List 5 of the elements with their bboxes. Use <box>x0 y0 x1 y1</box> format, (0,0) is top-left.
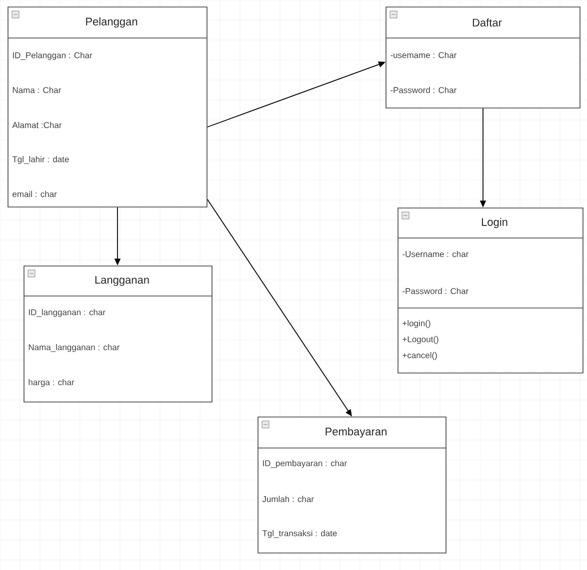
class-box: Daftar -usemame : Char -Password : Char <box>386 6 580 108</box>
class-box: Pembayaran ID_pembayaran : char Jumlah : char Tgl_transaksi : date <box>258 416 446 554</box>
class-box: Langganan ID_langganan : char Nama_langganan : char harga : char <box>24 266 212 402</box>
class-box: Login -Username : char -Password : Char +login() +Logout() +cancel() <box>398 208 584 374</box>
class-box: Pelanggan ID_Pelanggan : Char Nama : Char Alamat :Char Tgl_lahir : date email : char <box>8 6 208 208</box>
